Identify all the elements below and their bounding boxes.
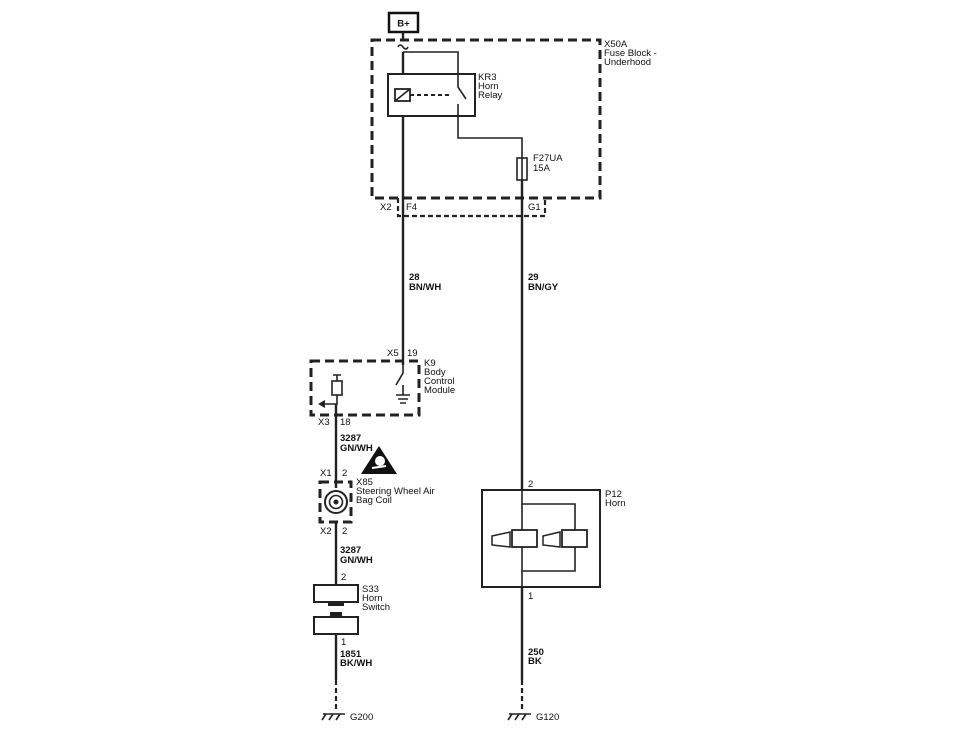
wire-relay-to-fuse bbox=[457, 104, 523, 158]
horn-pin-bottom: 1 bbox=[528, 591, 533, 602]
bcm-pin-top: 19 bbox=[407, 348, 418, 359]
airbag-coil-outline bbox=[318, 480, 353, 524]
airbag-coil-conn-bottom: X2 bbox=[320, 526, 332, 537]
horn-ref: P12 bbox=[605, 489, 622, 500]
bcm-conn-bottom: X3 bbox=[318, 417, 330, 428]
horn-switch-pin-bottom: 1 bbox=[341, 637, 346, 648]
airbag-coil-pin-top: 2 bbox=[342, 468, 347, 479]
wire-28-color: BN/WH bbox=[409, 282, 441, 293]
bcm-pin-bottom: 18 bbox=[340, 417, 351, 428]
body-control-module: X5 19 K9 Body Control Module X3 18 bbox=[309, 348, 455, 428]
horn-relay-ref: KR3 bbox=[478, 72, 496, 83]
power-source-label: B+ bbox=[397, 19, 410, 30]
power-source: B+ bbox=[387, 11, 420, 34]
horn-switch: 2 S33 Horn Switch 1 bbox=[313, 572, 390, 648]
horn-switch-bottom-pad bbox=[313, 616, 359, 635]
fuse-block-pin-right: G1 bbox=[528, 202, 541, 213]
wire-3287b-color: GN/WH bbox=[340, 555, 373, 566]
horn-switch-actuator bbox=[328, 602, 344, 606]
bcm-pullup-source bbox=[333, 374, 341, 381]
fuse-block-outline bbox=[370, 38, 602, 200]
wire-250-circuit: 250 bbox=[528, 647, 544, 658]
horn-coil-left-icon bbox=[511, 529, 538, 548]
horn-trumpet-right-icon bbox=[542, 531, 561, 548]
fuse-block-name-line2: Underhood bbox=[604, 57, 651, 68]
airbag-coil-conn-top: X1 bbox=[320, 468, 332, 479]
horn-relay: KR3 Horn Relay bbox=[387, 72, 523, 158]
bcm-line3: Module bbox=[424, 385, 455, 396]
bcm-outline bbox=[309, 359, 421, 417]
clockspring-center bbox=[333, 499, 339, 505]
horn-coil-right-icon bbox=[561, 529, 588, 548]
fuse-ref: F27UA bbox=[533, 153, 563, 164]
airbag-coil-line2: Bag Coil bbox=[356, 495, 392, 506]
fuse-rating: 15A bbox=[533, 163, 551, 174]
airbag-symbol-icon bbox=[375, 456, 385, 466]
horn-switch-contact bbox=[330, 612, 342, 617]
horn-relay-line1: Horn bbox=[478, 81, 499, 92]
fuse-block-ref: X50A bbox=[604, 39, 628, 50]
wire-250-color: BK bbox=[528, 656, 542, 667]
airbag-warning-icon bbox=[361, 446, 397, 474]
horn-switch-ref: S33 bbox=[362, 584, 379, 595]
ground-g120-icon bbox=[507, 713, 531, 721]
horn-component: 2 P12 Horn 1 bbox=[481, 479, 626, 602]
bcm-input-arrow-icon bbox=[318, 400, 325, 408]
horn-switch-line1: Horn bbox=[362, 593, 383, 604]
fuse-block: X50A Fuse Block - Underhood X2 F4 G1 bbox=[370, 38, 657, 218]
horn-line1: Horn bbox=[605, 498, 626, 509]
airbag-coil-line1: Steering Wheel Air bbox=[356, 486, 435, 497]
wire-29-color: BN/GY bbox=[528, 282, 559, 293]
horn-relay-line2: Relay bbox=[478, 90, 503, 101]
bcm-switch-contact bbox=[395, 365, 404, 386]
horn-switch-pin-top: 2 bbox=[341, 572, 346, 583]
airbag-coil-pin-bottom: 2 bbox=[342, 526, 347, 537]
wire-28-circuit: 28 bbox=[409, 272, 420, 283]
ground-g200-icon bbox=[321, 713, 345, 721]
horn-internal-return bbox=[521, 547, 576, 572]
wire-1851-color: BK/WH bbox=[340, 658, 372, 669]
horn-trumpet-left-icon bbox=[491, 531, 511, 548]
horn-internal-feed bbox=[521, 490, 576, 530]
wire-29-circuit: 29 bbox=[528, 272, 539, 283]
clockspring-inner-ring bbox=[328, 494, 344, 510]
horn-switch-line2: Switch bbox=[362, 602, 390, 613]
horn-pin-top: 2 bbox=[528, 479, 533, 490]
ground-g120-label: G120 bbox=[536, 712, 559, 723]
fuse-block-connector: X2 bbox=[380, 202, 392, 213]
bcm-ref: K9 bbox=[424, 358, 436, 369]
fuse-block-name-line1: Fuse Block - bbox=[604, 48, 657, 59]
wire-3287b-circuit: 3287 bbox=[340, 545, 361, 556]
relay-coil-diagonal bbox=[394, 88, 411, 102]
ground-g200-label: G200 bbox=[350, 712, 373, 723]
bcm-resistor-icon bbox=[331, 380, 343, 396]
fuse-block-pin-left: F4 bbox=[406, 202, 417, 213]
horn-switch-top-pad bbox=[313, 584, 359, 603]
wire-3287a-circuit: 3287 bbox=[340, 433, 361, 444]
wire-1851-circuit: 1851 bbox=[340, 649, 362, 660]
horn-fuse: F27UA 15A bbox=[516, 153, 563, 181]
fuse-block-connector-outline bbox=[396, 198, 547, 218]
bcm-line2: Control bbox=[424, 376, 455, 387]
bcm-ground-icon bbox=[396, 394, 410, 404]
airbag-coil: X1 2 X85 Steering Wheel Air Bag Coil X2 … bbox=[318, 468, 435, 537]
ground-g200: G200 bbox=[321, 712, 373, 723]
bcm-line1: Body bbox=[424, 367, 446, 378]
airbag-coil-ref: X85 bbox=[356, 477, 373, 488]
airbag-symbol-line bbox=[371, 465, 387, 469]
horn-outline bbox=[481, 489, 601, 588]
fusible-link-icon bbox=[397, 44, 409, 50]
wire-relay-contact-feed bbox=[403, 51, 459, 75]
ground-g120: G120 bbox=[507, 712, 559, 723]
wire-3287a-color: GN/WH bbox=[340, 443, 373, 454]
bcm-conn-top: X5 bbox=[387, 348, 399, 359]
relay-switch-contact bbox=[457, 75, 467, 100]
